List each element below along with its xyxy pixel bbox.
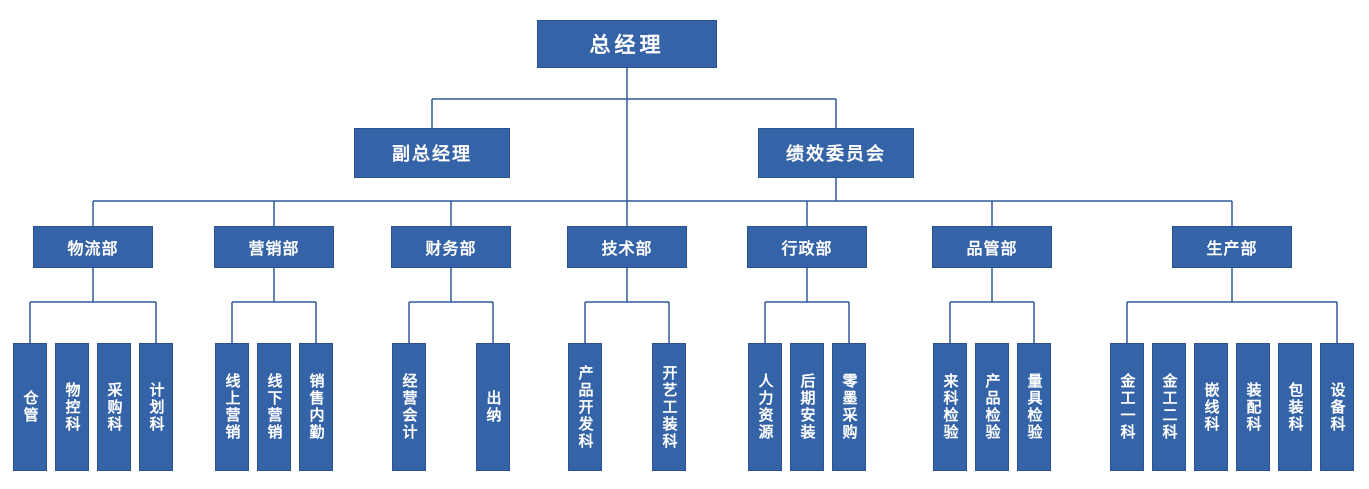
node-dept-finance: 财务部 xyxy=(391,226,511,268)
node-section-assembly: 装配科 xyxy=(1236,343,1270,471)
node-dept-marketing: 营销部 xyxy=(214,226,334,268)
node-dept-technology: 技术部 xyxy=(567,226,687,268)
node-section-late-installation: 后期安装 xyxy=(790,343,824,471)
node-dept-production: 生产部 xyxy=(1172,226,1292,268)
node-section-online-marketing: 线上营销 xyxy=(215,343,249,471)
node-section-misc-purchasing: 零墨采购 xyxy=(832,343,866,471)
node-section-incoming-inspection: 来科检验 xyxy=(933,343,967,471)
node-deputy-general-manager: 副总经理 xyxy=(354,128,510,178)
node-section-equipment: 设备科 xyxy=(1320,343,1354,471)
node-section-product-development: 产品开发科 xyxy=(568,343,602,471)
node-section-metalwork-1: 金工一科 xyxy=(1110,343,1144,471)
node-section-process-tooling: 开艺工装科 xyxy=(652,343,686,471)
node-section-human-resources: 人力资源 xyxy=(748,343,782,471)
node-section-metalwork-2: 金工二科 xyxy=(1152,343,1186,471)
node-section-winding: 嵌线科 xyxy=(1194,343,1228,471)
node-section-product-inspection: 产品检验 xyxy=(975,343,1009,471)
node-section-purchasing: 采购科 xyxy=(97,343,131,471)
node-section-planning: 计划科 xyxy=(139,343,173,471)
node-dept-logistics: 物流部 xyxy=(33,226,153,268)
node-performance-committee: 绩效委员会 xyxy=(758,128,914,178)
node-section-sales-support: 销售内勤 xyxy=(299,343,333,471)
node-dept-administration: 行政部 xyxy=(747,226,867,268)
node-section-warehouse: 仓管 xyxy=(13,343,47,471)
node-section-packaging: 包装科 xyxy=(1278,343,1312,471)
node-section-gauge-inspection: 量具检验 xyxy=(1017,343,1051,471)
node-section-management-accounting: 经营会计 xyxy=(392,343,426,471)
node-section-offline-marketing: 线下营销 xyxy=(257,343,291,471)
node-section-material-control: 物控科 xyxy=(55,343,89,471)
node-dept-quality: 品管部 xyxy=(932,226,1052,268)
node-section-cashier: 出纳 xyxy=(476,343,510,471)
node-general-manager: 总经理 xyxy=(537,20,717,68)
